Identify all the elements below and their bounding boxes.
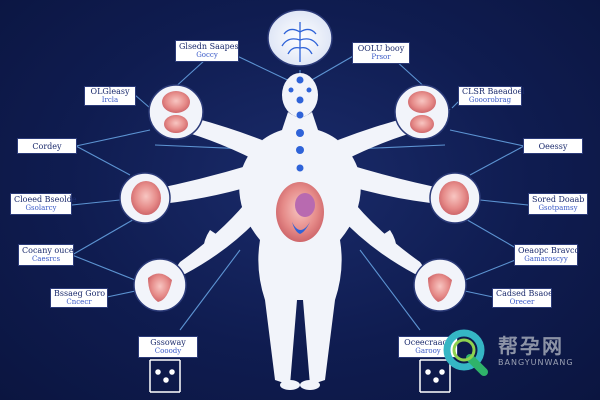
label-low-left-3: Bssaeg Goro Cncecr bbox=[50, 288, 108, 308]
label-subtext: Cooody bbox=[154, 347, 182, 355]
watermark-text-cn: 帮孕网 bbox=[498, 334, 564, 358]
label-text: Oceecraaoy bbox=[404, 338, 452, 347]
label-text: Gssoway bbox=[150, 338, 186, 347]
label-mid-right: Oeessy bbox=[523, 138, 583, 154]
label-low-right-1: Sored Doaab Gsotpamsy bbox=[528, 193, 588, 215]
label-bottom-right: Oceecraaoy Garooy bbox=[398, 336, 458, 358]
spine-dots bbox=[288, 76, 312, 172]
label-text: Cadsed Bsaoe bbox=[496, 289, 553, 298]
label-text: Oeaopc Bravcd bbox=[518, 246, 580, 255]
label-subtext: Caesrcs bbox=[31, 255, 61, 263]
label-upper-right: CLSR Baeadoel Gooorobrag bbox=[458, 86, 525, 106]
organ-node-upper-right bbox=[394, 84, 450, 140]
organ-node-low-right bbox=[413, 258, 467, 312]
label-bottom-left: Gssoway Cooody bbox=[138, 336, 198, 358]
label-subtext: Gamaroscyy bbox=[524, 255, 568, 263]
bottom-right-bracket bbox=[419, 359, 451, 393]
label-text: OOLU booy bbox=[357, 44, 405, 53]
label-text: Cocany ouce bbox=[22, 246, 74, 255]
label-text: Bssaeg Goro bbox=[54, 289, 106, 298]
label-subtext: Goccy bbox=[196, 51, 218, 59]
label-subtext: Prsor bbox=[371, 53, 391, 61]
watermark-text-en: BANGYUNWANG bbox=[498, 358, 574, 367]
label-subtext: Cncecr bbox=[66, 298, 92, 306]
label-text: Sored Doaab bbox=[532, 195, 585, 204]
label-top-right: OOLU booy Prsor bbox=[352, 42, 410, 64]
organ-node-mid-left bbox=[119, 172, 171, 224]
label-low-left-1: Cloeed Bseolde Gsolarcy bbox=[10, 193, 77, 215]
label-low-right-3: Cadsed Bsaoe Orecer bbox=[492, 288, 553, 308]
brain-node bbox=[267, 9, 333, 67]
label-text: OLGleasy bbox=[90, 87, 130, 96]
label-text: Oeessy bbox=[538, 141, 568, 151]
organ-node-mid-right bbox=[429, 172, 481, 224]
label-text: Glsedn Saapes bbox=[179, 42, 239, 51]
label-subtext: Ircla bbox=[101, 96, 119, 104]
abdominal-organs bbox=[276, 182, 324, 242]
label-low-left-2: Cocany ouce Caesrcs bbox=[18, 244, 74, 266]
label-top-left: Glsedn Saapes Goccy bbox=[175, 40, 239, 62]
label-subtext: Orecer bbox=[509, 298, 535, 306]
organ-node-upper-left bbox=[148, 84, 204, 140]
watermark-logo-icon bbox=[443, 329, 488, 376]
organ-node-low-left bbox=[133, 258, 187, 312]
label-text: CLSR Baeadoel bbox=[462, 87, 525, 96]
label-text: Cordey bbox=[32, 141, 62, 151]
label-subtext: Gsolarcy bbox=[25, 204, 57, 212]
label-subtext: Gooorobrag bbox=[468, 96, 512, 104]
label-mid-left: Cordey bbox=[17, 138, 77, 154]
label-subtext: Gsotpamsy bbox=[538, 204, 578, 212]
bottom-left-bracket bbox=[149, 359, 181, 393]
label-text: Cloeed Bseolde bbox=[14, 195, 77, 204]
label-upper-left: OLGleasy Ircla bbox=[84, 86, 136, 106]
label-subtext: Garooy bbox=[415, 347, 441, 355]
watermark: 帮孕网 BANGYUNWANG bbox=[440, 326, 590, 378]
label-low-right-2: Oeaopc Bravcd Gamaroscyy bbox=[514, 244, 580, 266]
